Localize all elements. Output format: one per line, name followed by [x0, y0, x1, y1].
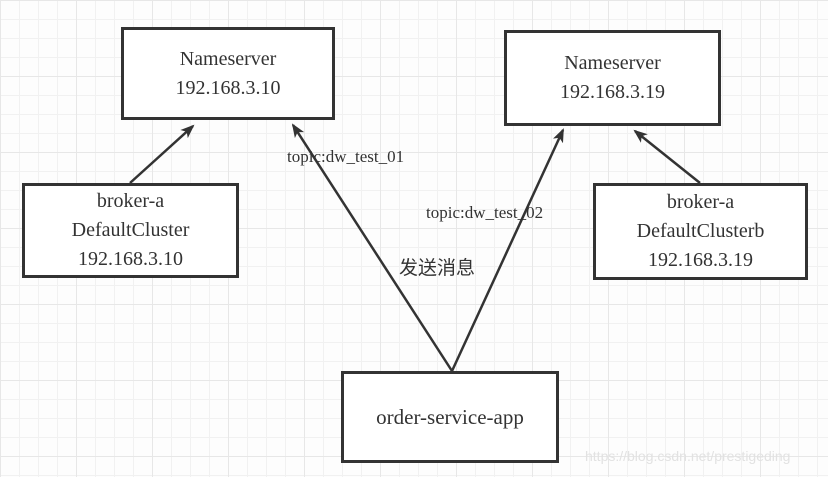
- node-label: broker-a: [96, 190, 165, 212]
- node-broker-a-defaultcluster: broker-a DefaultCluster 192.168.3.10: [22, 183, 239, 278]
- node-broker-a-defaultclusterb: broker-a DefaultClusterb 192.168.3.19: [593, 183, 808, 280]
- node-nameserver-1: Nameserver 192.168.3.10: [121, 27, 335, 120]
- node-label: broker-a: [666, 191, 735, 213]
- node-cluster: DefaultClusterb: [636, 220, 765, 242]
- node-ip: 192.168.3.19: [648, 249, 753, 271]
- node-label: Nameserver: [179, 47, 277, 70]
- watermark: https://blog.csdn.net/prestigeding: [585, 448, 791, 464]
- edge-broker-b-to-nameserver-2: [633, 129, 701, 184]
- node-ip: 192.168.3.10: [78, 248, 183, 270]
- edge-label-topic-dw-test-01: topic:dw_test_01: [287, 147, 405, 166]
- node-cluster: DefaultCluster: [71, 219, 190, 241]
- node-ip: 192.168.3.19: [560, 81, 665, 103]
- node-ip: 192.168.3.10: [175, 76, 281, 99]
- node-label: Nameserver: [564, 52, 661, 74]
- node-nameserver-2: Nameserver 192.168.3.19: [504, 30, 721, 126]
- node-order-service-app: order-service-app: [341, 371, 559, 463]
- send-message-label: 发送消息: [399, 258, 476, 279]
- edge-app-to-nameserver-2: [450, 128, 565, 372]
- node-label: order-service-app: [376, 404, 524, 429]
- edge-label-topic-dw-test-02: topic:dw_test_02: [426, 203, 544, 222]
- edge-broker-a-to-nameserver-1: [129, 124, 195, 184]
